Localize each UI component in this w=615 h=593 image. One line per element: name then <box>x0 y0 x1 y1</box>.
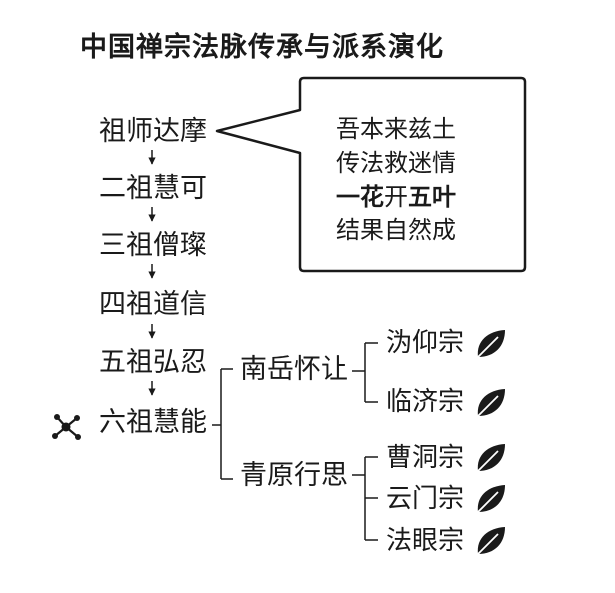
branch-nanyue-huairang: 南岳怀让 <box>240 354 348 385</box>
school-caodong: 曹洞宗 <box>386 443 465 473</box>
branch-bracket-qingyuan <box>352 456 378 541</box>
branch-bracket-sixth <box>212 368 233 480</box>
patriarch-daoxin: 四祖道信 <box>99 289 207 320</box>
leaf-icon <box>477 527 505 555</box>
verse-emphasis-one-flower: 一花 <box>336 183 384 211</box>
leaf-icon <box>477 330 505 358</box>
patriarch-huike: 二祖慧可 <box>99 173 207 204</box>
branch-bracket-nanyue <box>352 342 378 403</box>
patriarch-bodhidharma: 祖师达摩 <box>99 116 207 147</box>
verse-line-2: 传法救迷情 <box>336 149 456 177</box>
leaf-icon <box>477 389 505 417</box>
school-guiyang: 沩仰宗 <box>386 328 465 358</box>
verse-line-3: 一花开五叶 <box>336 185 456 209</box>
speech-bubble <box>215 76 527 273</box>
patriarch-sengcan: 三祖僧璨 <box>99 230 207 261</box>
leaf-icon <box>477 444 505 472</box>
verse-line-1: 吾本来兹土 <box>336 115 456 143</box>
network-icon <box>52 414 81 440</box>
leaf-icon <box>477 485 505 513</box>
verse-open: 开 <box>384 183 408 211</box>
patriarch-huineng: 六祖慧能 <box>99 407 207 438</box>
school-fayan: 法眼宗 <box>386 526 465 556</box>
patriarch-hongren: 五祖弘忍 <box>99 347 207 378</box>
branch-qingyuan-xingsi: 青原行思 <box>240 460 348 491</box>
school-linji: 临济宗 <box>386 387 465 417</box>
verse-emphasis-five-leaves: 五叶 <box>408 183 456 211</box>
school-yunmen: 云门宗 <box>386 484 465 514</box>
verse-line-4: 结果自然成 <box>336 216 456 244</box>
page-title: 中国禅宗法脉传承与派系演化 <box>80 32 444 63</box>
